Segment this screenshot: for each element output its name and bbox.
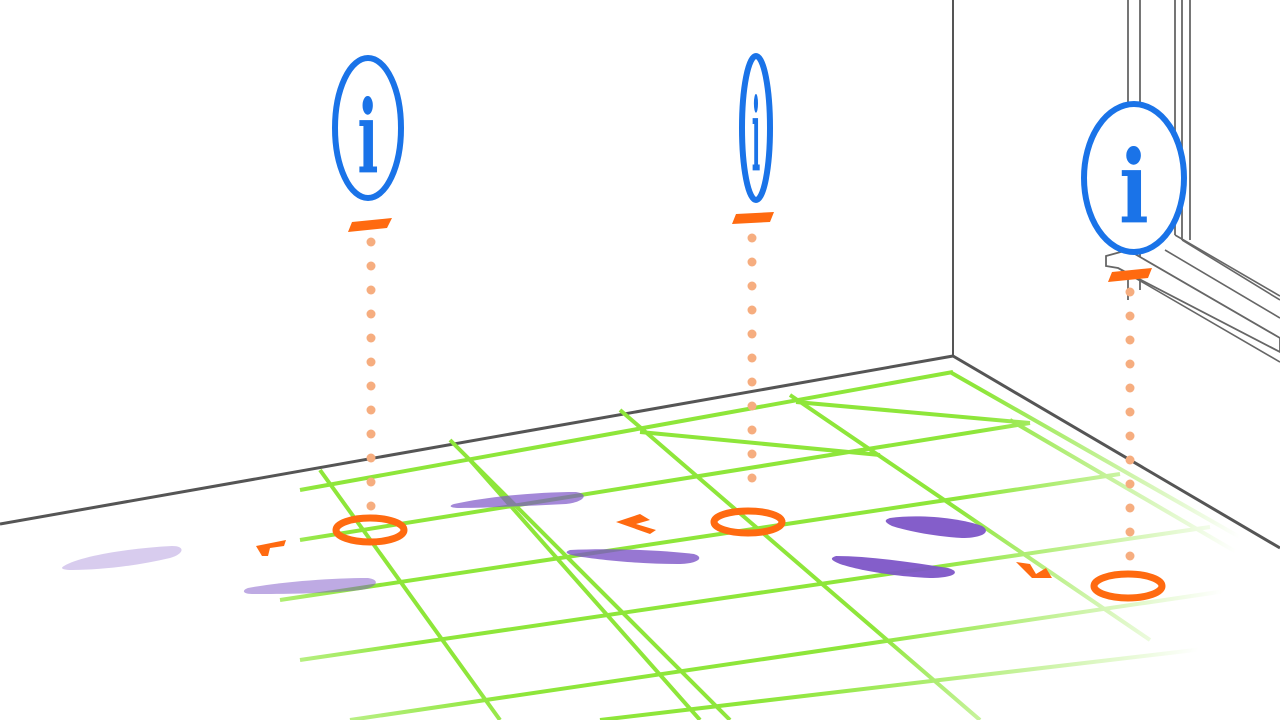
guide-dot xyxy=(366,477,376,487)
floor-grid xyxy=(279,370,1280,720)
guide-dot xyxy=(366,261,376,271)
guide-dot xyxy=(747,233,757,243)
guide-dot xyxy=(1125,527,1135,537)
guide-dot xyxy=(366,309,376,319)
footprint xyxy=(450,492,584,508)
grid-line-column xyxy=(618,408,982,720)
grid-line-column xyxy=(448,438,732,720)
footprint xyxy=(243,578,376,594)
guide-dot xyxy=(1125,287,1135,297)
dotted-guide-lines xyxy=(348,212,1152,561)
guide-dot xyxy=(747,353,757,363)
footprint xyxy=(831,556,955,578)
guide-dot xyxy=(747,401,757,411)
floor-wall-edge-right xyxy=(952,354,1280,550)
info-icon-ring xyxy=(332,55,404,201)
marker-tab xyxy=(348,218,392,232)
info-markers: i i i xyxy=(332,53,1187,255)
ring-marker xyxy=(1090,570,1166,602)
guide-dot xyxy=(747,305,757,315)
guide-dot xyxy=(1125,359,1135,369)
grid-line-row xyxy=(299,525,1211,662)
guide-dot xyxy=(747,377,757,387)
info-marker-right[interactable]: i xyxy=(1081,101,1187,255)
guide-dot xyxy=(366,357,376,367)
bracket-marker xyxy=(256,540,286,556)
guide-dot xyxy=(747,257,757,267)
grid-line-column xyxy=(795,400,1031,425)
info-icon: i xyxy=(1119,129,1149,246)
grid-line-row xyxy=(299,370,954,492)
room-walls xyxy=(0,0,1280,550)
footprint xyxy=(566,549,700,564)
footprint xyxy=(62,546,182,570)
info-marker-left[interactable]: i xyxy=(332,55,404,201)
guide-dot xyxy=(1125,551,1135,561)
floor-wall-edge-left xyxy=(0,354,954,526)
guide-dot xyxy=(366,429,376,439)
grid-line-column xyxy=(639,430,881,457)
guide-dot xyxy=(366,285,376,295)
info-icon: i xyxy=(358,79,379,197)
guide-dot xyxy=(1125,431,1135,441)
ring-marker xyxy=(710,507,786,537)
guide-dot xyxy=(1125,479,1135,489)
guide-dot xyxy=(366,381,376,391)
guide-dot xyxy=(366,501,376,511)
floor-anchor-markers xyxy=(256,507,1166,602)
guide-dot xyxy=(747,449,757,459)
guide-dot xyxy=(1125,455,1135,465)
guide-dot xyxy=(1125,503,1135,513)
bracket-marker xyxy=(1016,562,1052,578)
window-frame-diagonal xyxy=(1181,239,1280,301)
guide-dot xyxy=(366,333,376,343)
guide-dot xyxy=(366,453,376,463)
guide-dot xyxy=(747,473,757,483)
window-frame-diagonal xyxy=(1117,267,1280,363)
info-icon: i xyxy=(752,77,760,194)
guide-dot xyxy=(1125,383,1135,393)
marker-tab xyxy=(1108,268,1152,282)
footprint-shapes xyxy=(62,492,986,594)
grid-line-row xyxy=(349,581,1280,720)
guide-dot xyxy=(747,281,757,291)
ring-marker xyxy=(332,514,408,546)
grid-line-row xyxy=(299,421,1031,542)
guide-dot xyxy=(1125,407,1135,417)
marker-tab xyxy=(732,212,774,224)
info-icon-ring xyxy=(1081,101,1187,255)
guide-dot xyxy=(366,237,376,247)
guide-dot xyxy=(366,405,376,415)
guide-dot xyxy=(1125,311,1135,321)
info-marker-center[interactable]: i xyxy=(739,53,773,203)
info-icon-ring xyxy=(739,53,773,203)
guide-dot xyxy=(747,329,757,339)
grid-line-row xyxy=(279,472,1121,602)
guide-dot xyxy=(747,425,757,435)
footprint xyxy=(885,516,986,538)
guide-dot xyxy=(1125,335,1135,345)
window-frame-diagonal xyxy=(1164,249,1280,319)
bracket-marker xyxy=(616,514,656,534)
grid-line-row xyxy=(599,638,1280,720)
grid-line-column xyxy=(318,468,502,720)
window-frame-diagonal xyxy=(1174,234,1280,297)
grid-line-column xyxy=(788,393,1152,642)
grid-line-column xyxy=(1008,418,1252,562)
grid-line-column xyxy=(949,370,1280,562)
